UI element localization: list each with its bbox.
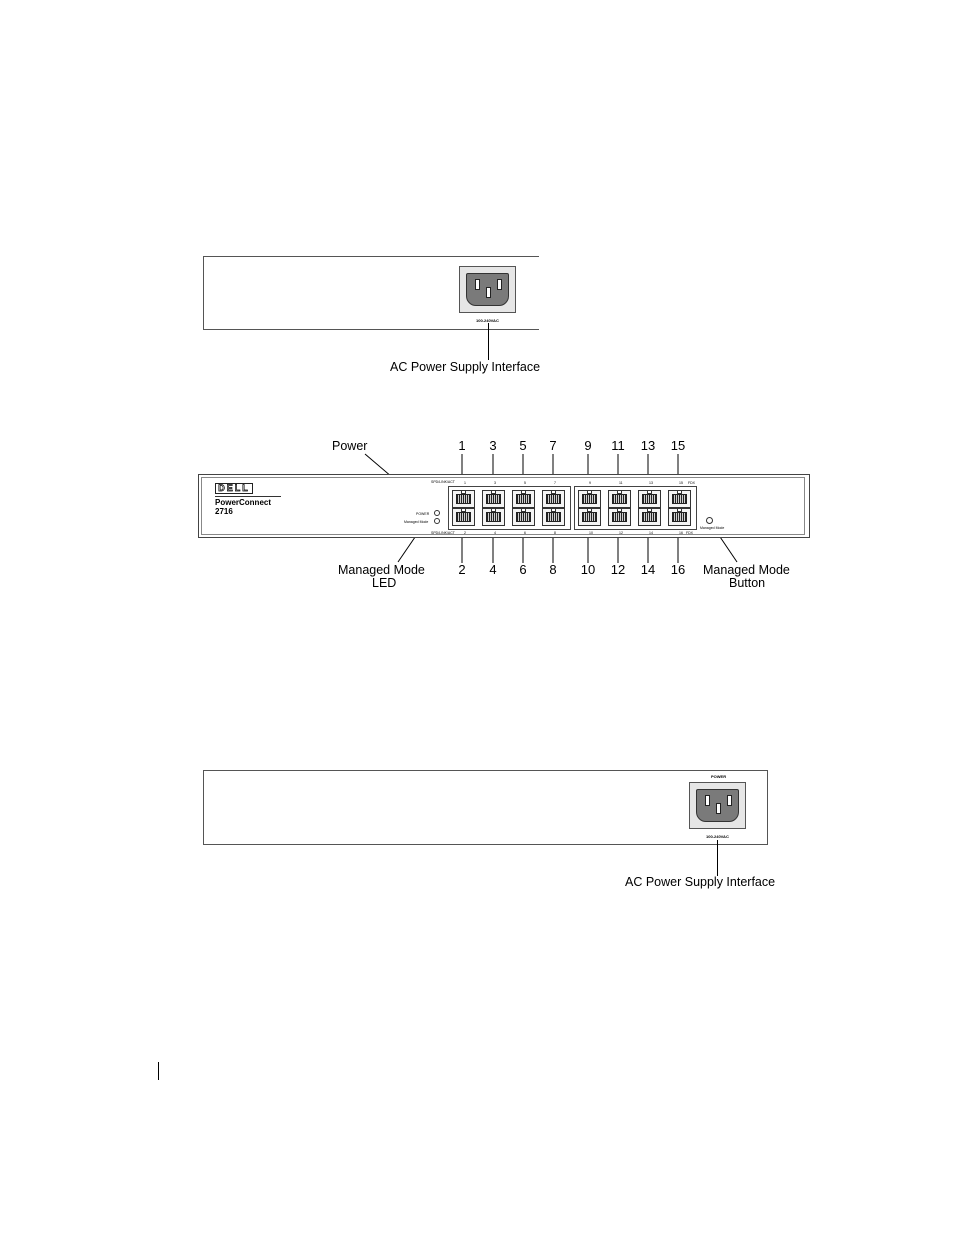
dell-logo: DELL bbox=[215, 483, 253, 494]
small-port-number-15: 15 bbox=[679, 481, 683, 485]
port-number-14: 14 bbox=[636, 563, 660, 577]
ethernet-port-10 bbox=[578, 508, 601, 526]
port-number-5: 5 bbox=[511, 439, 535, 453]
spd-link-act-top: SPD/LINK/ACT bbox=[431, 480, 455, 484]
small-port-number-16: 16 bbox=[679, 531, 683, 535]
small-port-number-1: 1 bbox=[464, 481, 466, 485]
power-label-bottom: POWER bbox=[711, 774, 726, 779]
port-number-11: 11 bbox=[606, 439, 630, 453]
port-number-12: 12 bbox=[606, 563, 630, 577]
ac-power-inlet-bottom bbox=[689, 782, 746, 829]
ethernet-port-1 bbox=[452, 490, 475, 508]
ac-pin-right-b bbox=[727, 795, 732, 806]
callout-managed-button-line1: Managed Mode bbox=[703, 563, 790, 577]
managed-mode-button bbox=[706, 517, 713, 524]
callout-managed-led-line2: LED bbox=[372, 576, 396, 590]
ethernet-port-14 bbox=[638, 508, 661, 526]
model-name: PowerConnect bbox=[215, 498, 271, 507]
ethernet-port-16 bbox=[668, 508, 691, 526]
managed-mode-button-label: Managed Mode bbox=[700, 526, 724, 530]
port-number-16: 16 bbox=[666, 563, 690, 577]
ethernet-port-3 bbox=[482, 490, 505, 508]
callout-ac-bottom: AC Power Supply Interface bbox=[625, 875, 775, 889]
callout-managed-button-line2: Button bbox=[729, 576, 765, 590]
ac-pin-ground-b bbox=[716, 803, 721, 814]
led-managed-label: Managed Mode bbox=[404, 520, 428, 524]
port-number-3: 3 bbox=[481, 439, 505, 453]
ethernet-port-6 bbox=[512, 508, 535, 526]
ac-rating-label-bottom: 100-240VAC bbox=[706, 834, 729, 839]
power-led bbox=[434, 510, 440, 516]
managed-mode-led bbox=[434, 518, 440, 524]
small-port-number-10: 10 bbox=[589, 531, 593, 535]
ac-pin-left-b bbox=[705, 795, 710, 806]
callout-managed-led-line1: Managed Mode bbox=[338, 563, 425, 577]
small-port-number-8: 8 bbox=[554, 531, 556, 535]
ethernet-port-7 bbox=[542, 490, 565, 508]
fdx-label-top: FDX bbox=[688, 481, 695, 485]
small-port-number-7: 7 bbox=[554, 481, 556, 485]
small-port-number-14: 14 bbox=[649, 531, 653, 535]
ethernet-port-5 bbox=[512, 490, 535, 508]
small-port-number-12: 12 bbox=[619, 531, 623, 535]
callout-line-bottom bbox=[717, 840, 718, 876]
port-number-7: 7 bbox=[541, 439, 565, 453]
port-number-2: 2 bbox=[450, 563, 474, 577]
small-port-number-13: 13 bbox=[649, 481, 653, 485]
ethernet-port-9 bbox=[578, 490, 601, 508]
logo-underline bbox=[215, 496, 281, 497]
page-margin-bar bbox=[158, 1062, 159, 1080]
small-port-number-2: 2 bbox=[464, 531, 466, 535]
port-number-8: 8 bbox=[541, 563, 565, 577]
back-panel-bottom bbox=[203, 770, 768, 845]
port-number-6: 6 bbox=[511, 563, 535, 577]
led-power-label: POWER bbox=[416, 512, 429, 516]
port-number-15: 15 bbox=[666, 439, 690, 453]
ethernet-port-15 bbox=[668, 490, 691, 508]
callout-power: Power bbox=[332, 439, 367, 453]
port-number-10: 10 bbox=[576, 563, 600, 577]
ethernet-port-13 bbox=[638, 490, 661, 508]
model-number: 2716 bbox=[215, 507, 233, 516]
small-port-number-6: 6 bbox=[524, 531, 526, 535]
port-number-1: 1 bbox=[450, 439, 474, 453]
port-number-13: 13 bbox=[636, 439, 660, 453]
small-port-number-3: 3 bbox=[494, 481, 496, 485]
small-port-number-9: 9 bbox=[589, 481, 591, 485]
ethernet-port-4 bbox=[482, 508, 505, 526]
small-port-number-11: 11 bbox=[619, 481, 623, 485]
ethernet-port-2 bbox=[452, 508, 475, 526]
small-port-number-5: 5 bbox=[524, 481, 526, 485]
ethernet-port-12 bbox=[608, 508, 631, 526]
port-number-9: 9 bbox=[576, 439, 600, 453]
ethernet-port-8 bbox=[542, 508, 565, 526]
port-number-4: 4 bbox=[481, 563, 505, 577]
spd-link-act-bottom: SPD/LINK/ACT bbox=[431, 531, 455, 535]
ethernet-port-11 bbox=[608, 490, 631, 508]
small-port-number-4: 4 bbox=[494, 531, 496, 535]
fdx-label-bottom: FDX bbox=[686, 531, 693, 535]
